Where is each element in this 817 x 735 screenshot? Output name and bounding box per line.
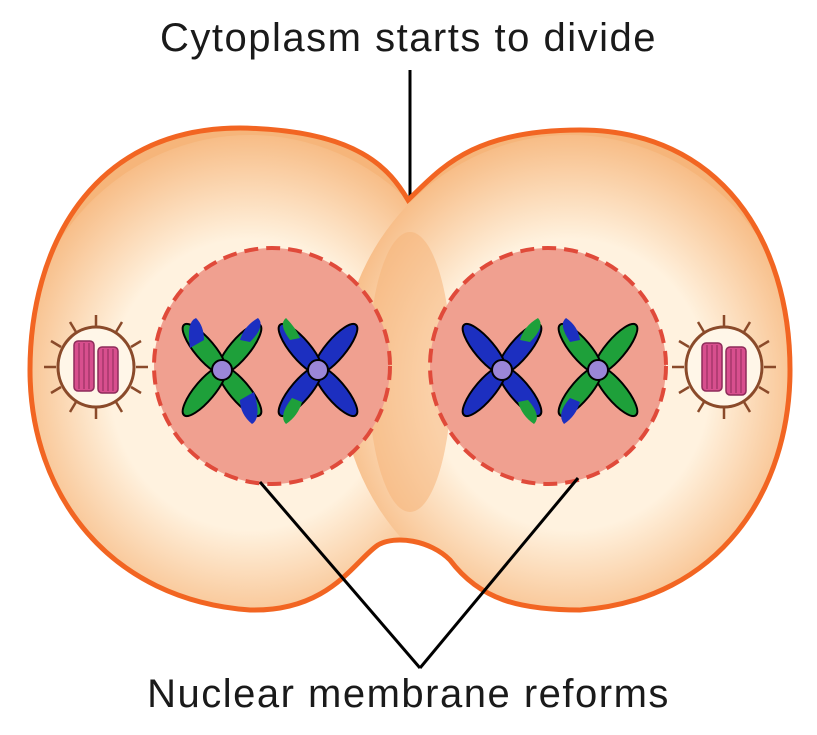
chromosome-icon [557,318,639,424]
centriole-icon [672,315,776,419]
nuclear-membrane-label: Nuclear membrane reforms [147,672,670,716]
chromosome-icon [461,318,543,424]
bottom-leader-lines [258,477,580,669]
cell-membrane [27,125,793,613]
cytoplasm-label: Cytoplasm starts to divide [160,16,657,60]
centriole-icon [44,315,148,419]
chromosome-icon [181,318,263,424]
left-nucleus [152,246,392,486]
right-nucleus [428,246,668,486]
chromosome-icon [277,318,359,424]
